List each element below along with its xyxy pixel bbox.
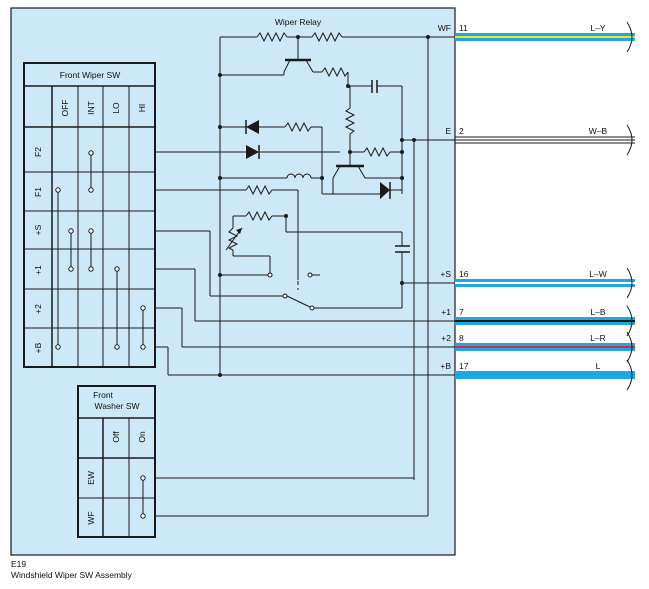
- wire-color-lb: L–B: [590, 307, 605, 317]
- washer-col-off: Off: [111, 431, 121, 443]
- wiper-col-hi: HI: [137, 104, 147, 113]
- front-wiper-switch-table: [23, 62, 156, 368]
- terminal-pin-11: 11: [459, 23, 468, 33]
- terminal-pin-2: 2: [459, 126, 464, 136]
- wiper-col-off: OFF: [60, 100, 70, 117]
- terminal-name-s: +S: [440, 269, 451, 279]
- wire-s: [455, 267, 635, 299]
- wire-color-l: L: [596, 361, 601, 371]
- wiper-relay-title: Wiper Relay: [275, 17, 322, 27]
- wiper-col-int: INT: [86, 101, 96, 115]
- washer-sw-title-line1: Front: [93, 390, 113, 400]
- wiper-row-s: +S: [33, 224, 43, 235]
- washer-row-ew: EW: [86, 471, 96, 485]
- wire-color-lw: L–W: [589, 269, 606, 279]
- wire-color-wb: W–B: [589, 126, 608, 136]
- wiper-row-f1: F1: [33, 187, 43, 197]
- wire-wf: [455, 21, 635, 53]
- wiper-col-lo: LO: [111, 102, 121, 114]
- washer-col-on: On: [137, 431, 147, 443]
- connector-terminals: [455, 21, 635, 391]
- assembly-code: E19: [11, 559, 26, 569]
- wiper-switch-contacts: [55, 150, 146, 350]
- terminal-pin-7: 7: [459, 307, 464, 317]
- washer-row-wf: WF: [86, 511, 96, 524]
- wire-b: [455, 359, 635, 391]
- wiper-row-b: +B: [33, 342, 43, 353]
- wire-1: [455, 305, 635, 337]
- terminal-name-b: +B: [440, 361, 451, 371]
- internal-wiring: [155, 37, 455, 517]
- terminal-name-1: +1: [441, 307, 451, 317]
- wire-2: [455, 331, 635, 363]
- wiper-row-f2: F2: [33, 147, 43, 157]
- relay-circuit: [155, 31, 455, 480]
- wire-e: [455, 124, 635, 156]
- front-wiper-sw-title: Front Wiper SW: [60, 70, 120, 80]
- wiper-row-1: +1: [33, 265, 43, 275]
- terminal-name-2: +2: [441, 333, 451, 343]
- terminal-pin-17: 17: [459, 361, 469, 371]
- wiper-row-2: +2: [33, 304, 43, 314]
- assembly-title: Windshield Wiper SW Assembly: [11, 570, 133, 580]
- terminal-name-e: E: [445, 126, 451, 136]
- wire-color-ly: L–Y: [590, 23, 605, 33]
- terminal-name-wf: WF: [438, 23, 451, 33]
- wire-color-lr: L–R: [590, 333, 606, 343]
- washer-sw-title-line2: Washer SW: [94, 401, 139, 411]
- terminal-pin-8: 8: [459, 333, 464, 343]
- front-washer-switch-table: [77, 385, 156, 538]
- terminal-pin-16: 16: [459, 269, 469, 279]
